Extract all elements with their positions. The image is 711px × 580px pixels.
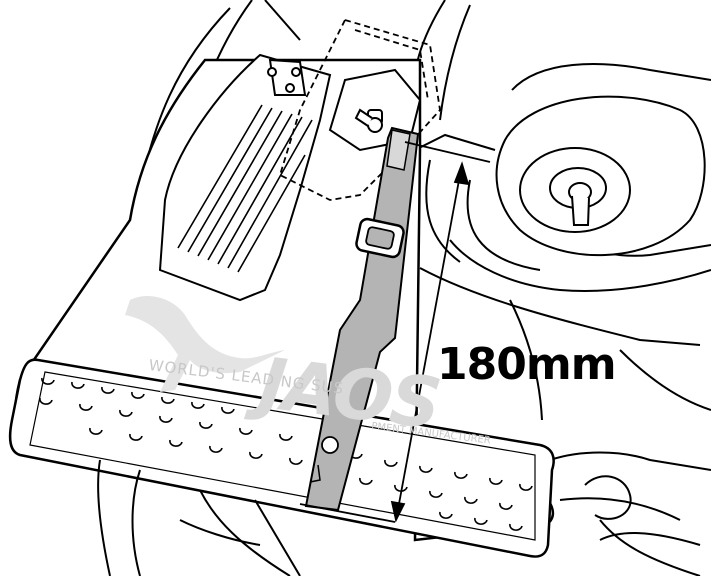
- dimension-line: [299, 141, 491, 523]
- dimension-label: 180mm: [437, 339, 617, 390]
- callout-dashed-area: [278, 18, 441, 201]
- flap-dot-pattern: [39, 377, 533, 531]
- wheel-hub: [495, 95, 706, 257]
- bracket-ribs: [177, 104, 313, 273]
- retaining-strap: [304, 126, 420, 512]
- mounting-bracket: [158, 53, 332, 302]
- vehicle-body-outline: [134, 0, 711, 546]
- watermark-kangaroo: [125, 295, 285, 392]
- mud-flap-bottom-strip: [8, 358, 555, 558]
- suspension-outline: [414, 133, 541, 271]
- lower-structure: [97, 459, 701, 577]
- strap-rivet: [321, 436, 339, 454]
- mud-flap: [8, 58, 555, 558]
